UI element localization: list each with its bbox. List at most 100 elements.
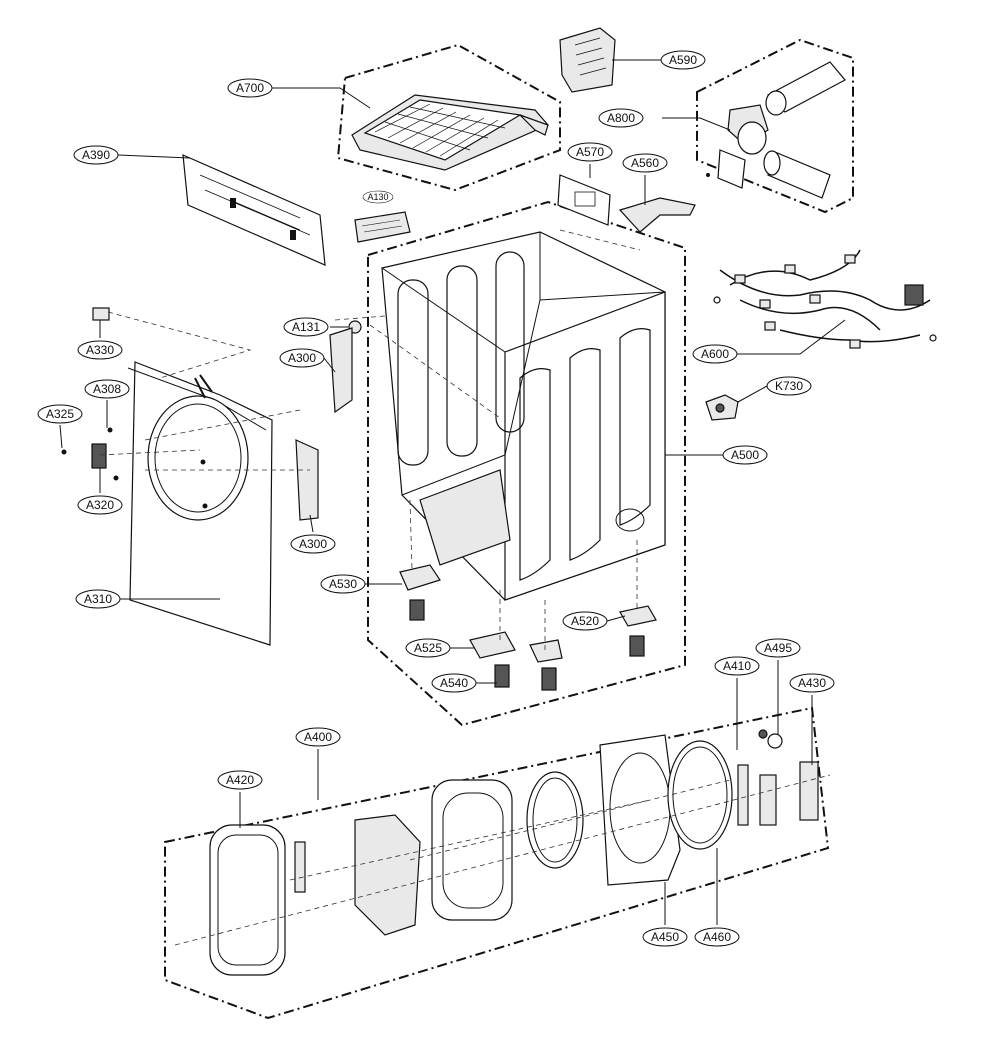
callout-a400-25: A400	[295, 727, 341, 747]
door-ring-a460	[667, 740, 733, 850]
latch-a430	[799, 761, 819, 821]
callout-bubble	[283, 317, 329, 337]
callout-bubble	[362, 190, 394, 204]
callout-label: A520	[571, 614, 599, 628]
callout-label: A495	[764, 641, 792, 655]
callout-label: A560	[631, 156, 659, 170]
control-board-part	[354, 211, 411, 243]
callout-label: A325	[46, 407, 74, 421]
callout-bubble	[295, 727, 341, 747]
callout-a300-9: A300	[279, 348, 325, 368]
callout-label: A420	[226, 773, 254, 787]
callout-a570-4: A570	[567, 142, 613, 162]
callout-label: A308	[93, 382, 121, 396]
callout-a330-10: A330	[77, 340, 123, 360]
group-boundary-a400	[164, 706, 830, 1020]
callout-label: A570	[576, 145, 604, 159]
callout-label: A400	[304, 730, 332, 744]
callout-label: A800	[607, 111, 635, 125]
latch-part	[91, 443, 107, 469]
callout-label: A500	[731, 448, 759, 462]
door-frame	[431, 779, 513, 921]
callout-bubble	[562, 611, 608, 631]
callout-bubble	[692, 344, 738, 364]
callout-a450-27: A450	[642, 927, 688, 947]
callout-bubble	[722, 445, 768, 465]
callout-a131-8: A131	[283, 317, 329, 337]
callout-a320-13: A320	[77, 495, 123, 515]
cabinet-part	[381, 231, 666, 601]
callout-a390-3: A390	[73, 145, 119, 165]
callout-label: A330	[86, 343, 114, 357]
group-boundary-a800	[696, 38, 854, 214]
callout-a325-12: A325	[37, 404, 83, 424]
callout-bubble	[73, 145, 119, 165]
callout-a520-19: A520	[562, 611, 608, 631]
callout-a308-11: A308	[84, 379, 130, 399]
callout-a700-0: A700	[227, 78, 273, 98]
bracket-part	[559, 27, 616, 93]
callout-a600-7: A600	[692, 344, 738, 364]
callout-label: A600	[701, 347, 729, 361]
callout-label: A131	[292, 320, 320, 334]
callout-bubble	[789, 673, 835, 693]
callout-label: A530	[329, 577, 357, 591]
callout-label: A320	[86, 498, 114, 512]
valve-part	[705, 394, 739, 421]
callout-bubble	[77, 495, 123, 515]
callout-bubble	[598, 108, 644, 128]
callout-label: K730	[775, 379, 803, 393]
callout-label: A130	[367, 192, 388, 202]
callout-bubble	[567, 142, 613, 162]
hinge-part-upper	[329, 327, 353, 414]
callout-bubble	[694, 927, 740, 947]
callout-a420-26: A420	[217, 770, 263, 790]
callout-bubble	[660, 50, 706, 70]
callout-a525-20: A525	[405, 638, 451, 658]
callout-a560-5: A560	[622, 153, 668, 173]
plate-part	[557, 174, 611, 226]
callout-a590-1: A590	[660, 50, 706, 70]
switch-part	[92, 307, 110, 321]
callout-label: A525	[414, 641, 442, 655]
screw-a308	[107, 427, 113, 433]
callout-label: A430	[798, 676, 826, 690]
callout-bubble	[431, 673, 477, 693]
callout-a430-24: A430	[789, 673, 835, 693]
door-gasket-a420	[209, 824, 306, 976]
foot-bracket-a525	[469, 631, 563, 663]
door-glass	[354, 814, 421, 936]
callout-a540-21: A540	[431, 673, 477, 693]
callout-bubble	[755, 638, 801, 658]
callout-a310-18: A310	[75, 589, 121, 609]
callout-a300-14: A300	[290, 534, 336, 554]
callout-label: A540	[440, 676, 468, 690]
callout-label: A390	[82, 148, 110, 162]
callout-bubble	[290, 534, 336, 554]
callout-leaders	[59, 59, 846, 925]
callout-bubble	[75, 589, 121, 609]
callout-label: A450	[651, 930, 679, 944]
callout-k730-15: K730	[766, 376, 812, 396]
group-boundary-a500	[367, 200, 686, 727]
tray-part	[351, 94, 549, 171]
callout-a460-28: A460	[694, 927, 740, 947]
duct-part	[706, 61, 846, 199]
foot-a540-b	[541, 667, 557, 691]
callout-bubble	[766, 376, 812, 396]
foot-bracket-a520	[619, 605, 657, 657]
callout-bubble	[84, 379, 130, 399]
callout-a800-2: A800	[598, 108, 644, 128]
callout-bubble	[622, 153, 668, 173]
callout-bubble	[37, 404, 83, 424]
callout-a530-17: A530	[320, 574, 366, 594]
callout-label: A700	[236, 81, 264, 95]
callout-bubble	[227, 78, 273, 98]
foot-bracket-a530	[399, 564, 441, 621]
callout-bubble	[77, 340, 123, 360]
callout-label: A410	[723, 659, 751, 673]
callout-label: A300	[299, 537, 327, 551]
washer-a495	[767, 733, 783, 749]
foot-a540	[494, 664, 510, 688]
rear-panel-part	[182, 154, 326, 266]
